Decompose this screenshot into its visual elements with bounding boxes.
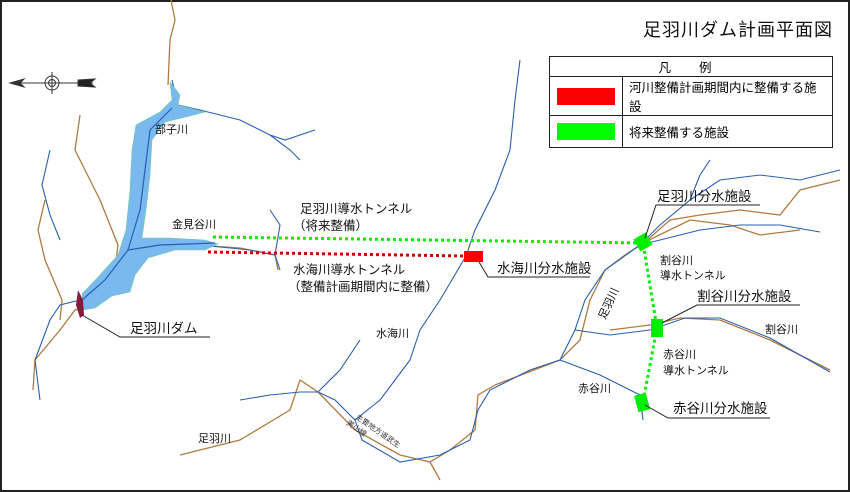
legend: 凡 例 河川整備計画期間内に整備する施設 将来整備する施設 — [549, 56, 833, 148]
label-akadanigawa: 赤谷川 — [578, 382, 611, 395]
legend-label: 将来整備する施設 — [622, 115, 833, 148]
label-waridanigawa: 割谷川 — [765, 322, 798, 336]
dam-icon — [76, 290, 84, 318]
label-waridani-facility: 割谷川分水施設 — [697, 288, 792, 305]
mizumi-tunnel-line — [207, 250, 465, 258]
label-mizumi-tunnel-note: （整備計画期間内に整備） — [288, 279, 438, 294]
legend-header: 凡 例 — [549, 56, 833, 77]
label-asuwa-tunnel-note: （将来整備） — [293, 218, 368, 233]
akadani-facility-marker — [634, 392, 651, 413]
map-title: 足羽川ダム計画平面図 — [643, 20, 833, 41]
label-asuwa-tunnel: 足羽川導水トンネル — [300, 201, 412, 216]
reservoir-river — [81, 107, 216, 301]
legend-label: 河川整備計画期間内に整備する施設 — [622, 76, 833, 116]
label-asuwagawa-east: 足羽川 — [596, 286, 622, 321]
label-akadani-tunnel-1: 赤谷川 — [663, 348, 696, 361]
label-asuwa-facility: 足羽川分水施設 — [657, 189, 752, 205]
label-dam: 足羽川ダム — [130, 321, 198, 337]
asuwa-tunnel-line — [212, 235, 659, 403]
label-akadani-facility: 赤谷川分水施設 — [673, 401, 768, 417]
leader-lines — [478, 204, 800, 419]
label-mizumigawa: 水海川 — [376, 326, 409, 340]
label-bekogawa: 部子川 — [155, 122, 188, 136]
dam-leader-line — [81, 314, 210, 338]
mizumi-facility-marker — [464, 251, 483, 262]
legend-swatch-green — [557, 123, 615, 140]
legend-row: 河川整備計画期間内に整備する施設 — [549, 76, 833, 116]
label-waridani-tunnel-1: 割谷川 — [660, 253, 693, 267]
legend-row: 将来整備する施設 — [549, 115, 833, 148]
label-mizumi-facility: 水海川分水施設 — [497, 261, 592, 277]
label-kanamidanigawa: 金見谷川 — [172, 217, 216, 231]
reservoir — [81, 80, 219, 311]
legend-swatch-red — [557, 87, 615, 105]
label-asuwagawa-south: 足羽川 — [198, 432, 231, 445]
label-mizumi-tunnel: 水海川導水トンネル — [293, 262, 405, 277]
asuwa-facility-marker — [633, 232, 653, 252]
north-arrow-icon — [8, 72, 97, 94]
label-waridani-tunnel-2: 導水トンネル — [660, 268, 726, 282]
waridani-facility-marker — [651, 319, 663, 337]
label-akadani-tunnel-2: 導水トンネル — [663, 363, 729, 377]
road-label: 主要地方道武生 美山線 — [345, 411, 403, 450]
